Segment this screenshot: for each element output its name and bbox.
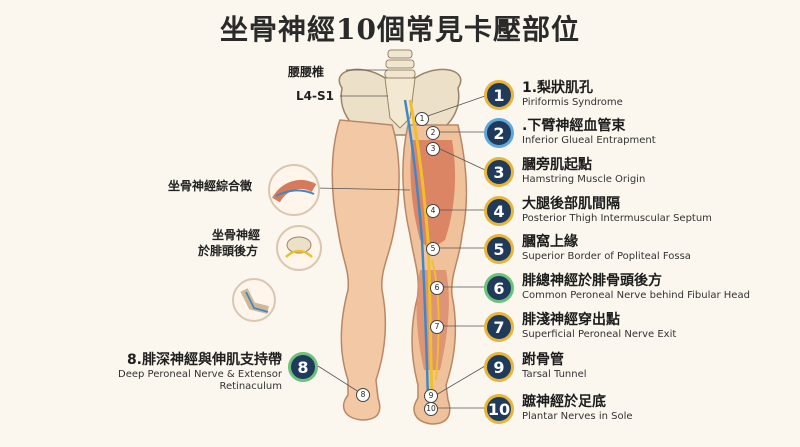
page-title: 坐骨神經10個常見卡壓部位 (220, 13, 580, 46)
site-6-en: Common Peroneal Nerve behind Fibular Hea… (522, 290, 750, 301)
inset-sciatic-syndrome (268, 164, 320, 216)
site-7-en: Superficial Peroneal Nerve Exit (522, 329, 677, 340)
sciatic-nerve-blue (403, 99, 430, 401)
leg-dot-8: 8 (356, 388, 370, 402)
inset-fibular-head (276, 225, 322, 271)
site-2-badge: 2 (484, 118, 514, 148)
site-6: 腓總神經於腓骨頭後方 Common Peroneal Nerve behind … (522, 273, 750, 302)
site-3-zh: 膕旁肌起點 (522, 157, 592, 173)
label-fibula-line2: 於腓頭後方 (198, 244, 259, 258)
site-6-zh: 腓總神經於腓骨頭後方 (522, 273, 662, 289)
site-3: 膕旁肌起點 Hamstring Muscle Origin (522, 157, 645, 186)
site-9-badge: 9 (484, 352, 514, 382)
label-l4-s1: L4-S1 (296, 89, 334, 103)
site-8-badge: 8 (288, 352, 318, 382)
inset-muscle-icon (272, 180, 317, 203)
site-4-badge: 4 (484, 196, 514, 226)
leader-lines (270, 69, 486, 409)
inset-ankle-icon (240, 288, 269, 314)
label-lumbosacral: 腰腰椎 (288, 65, 325, 79)
site-8-en2: Retinaculum (219, 381, 282, 392)
site-1-en: Piriformis Syndrome (522, 97, 623, 108)
site-1-badge: 1 (484, 80, 514, 110)
label-fibula-line1: 坐骨神經 (212, 228, 261, 242)
site-6-badge: 6 (484, 273, 514, 303)
site-4-zh: 大腿後部肌間隔 (522, 196, 620, 212)
site-9: 跗骨管 Tarsal Tunnel (522, 352, 587, 381)
leg-dot-10: 10 (424, 402, 438, 416)
peroneal-nerve (431, 259, 440, 381)
site-5-zh: 膕窩上緣 (522, 234, 578, 250)
inset-ankle (232, 278, 276, 322)
label-sciatic-syndrome: 坐骨神經綜合徵 (168, 179, 253, 193)
site-1-zh: 1.梨狀肌孔 (522, 80, 594, 96)
site-7: 腓淺神經穿出點 Superficial Peroneal Nerve Exit (522, 312, 676, 341)
leg-dot-2: 2 (426, 126, 440, 140)
spine (384, 49, 416, 79)
site-7-zh: 腓淺神經穿出點 (522, 312, 620, 328)
site-5-badge: 5 (484, 234, 514, 264)
site-2-zh: .下臂神經血管束 (522, 118, 626, 134)
site-1: 1.梨狀肌孔 Piriformis Syndrome (522, 80, 623, 109)
sciatic-nerve-yellow (408, 99, 434, 401)
site-2-en: Inferior Glueal Entrapment (522, 135, 656, 146)
leg-dot-1: 1 (415, 112, 429, 126)
site-9-en: Tarsal Tunnel (522, 369, 587, 380)
site-4-en: Posterior Thigh Intermuscular Septum (522, 213, 712, 224)
site-4: 大腿後部肌間隔 Posterior Thigh Intermuscular Se… (522, 196, 712, 225)
site-7-badge: 7 (484, 312, 514, 342)
site-9-zh: 跗骨管 (522, 352, 564, 368)
site-8-en1: Deep Peroneal Nerve & Extensor (118, 369, 282, 380)
site-5-en: Superior Border of Popliteal Fossa (522, 251, 691, 262)
leg-dot-7: 7 (430, 320, 444, 334)
site-10: 蹠神經於足底 Plantar Nerves in Sole (522, 394, 633, 423)
leg-dot-6: 6 (430, 281, 444, 295)
site-10-zh: 蹠神經於足底 (522, 394, 606, 410)
site-10-en: Plantar Nerves in Sole (522, 411, 633, 422)
leg-dot-9: 9 (424, 389, 438, 403)
site-2: .下臂神經血管束 Inferior Glueal Entrapment (522, 118, 656, 147)
site-10-badge: 10 (484, 394, 514, 424)
site-5: 膕窩上緣 Superior Border of Popliteal Fossa (522, 234, 691, 263)
site-3-en: Hamstring Muscle Origin (522, 174, 646, 185)
left-leg (331, 119, 400, 421)
leg-dot-5: 5 (426, 242, 440, 256)
site-3-badge: 3 (484, 157, 514, 187)
leg-dot-3: 3 (426, 142, 440, 156)
inset-fibula-icon (285, 236, 313, 258)
site-8: 8.腓深神經與伸肌支持帶 Deep Peroneal Nerve & Exten… (60, 352, 282, 393)
leg-dot-4: 4 (426, 204, 440, 218)
site-8-zh: 8.腓深神經與伸肌支持帶 (126, 352, 282, 368)
